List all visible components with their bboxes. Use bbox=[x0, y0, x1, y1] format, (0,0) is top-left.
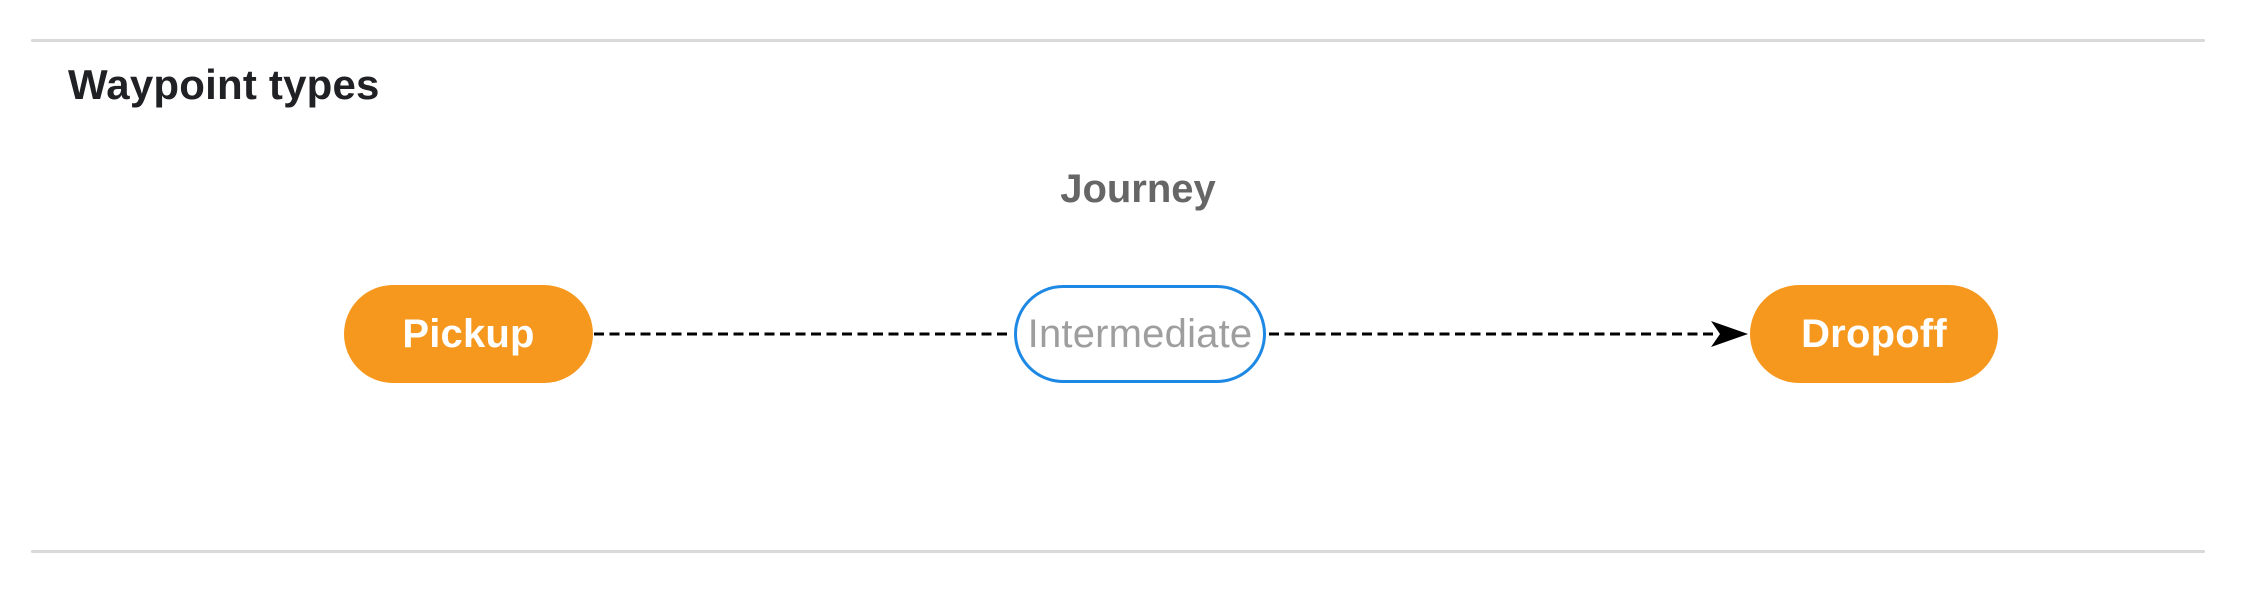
node-dropoff-label: Dropoff bbox=[1801, 311, 1947, 356]
diagram-title: Journey bbox=[1060, 167, 1216, 211]
node-intermediate: Intermediate bbox=[1014, 285, 1266, 383]
node-pickup: Pickup bbox=[344, 285, 593, 383]
arrowhead-icon bbox=[1711, 321, 1748, 347]
node-dropoff: Dropoff bbox=[1750, 285, 1998, 383]
bottom-divider bbox=[31, 550, 2205, 553]
page-title: Waypoint types bbox=[68, 61, 380, 108]
node-intermediate-label: Intermediate bbox=[1027, 311, 1253, 356]
top-divider bbox=[31, 39, 2205, 42]
node-pickup-label: Pickup bbox=[402, 311, 535, 356]
